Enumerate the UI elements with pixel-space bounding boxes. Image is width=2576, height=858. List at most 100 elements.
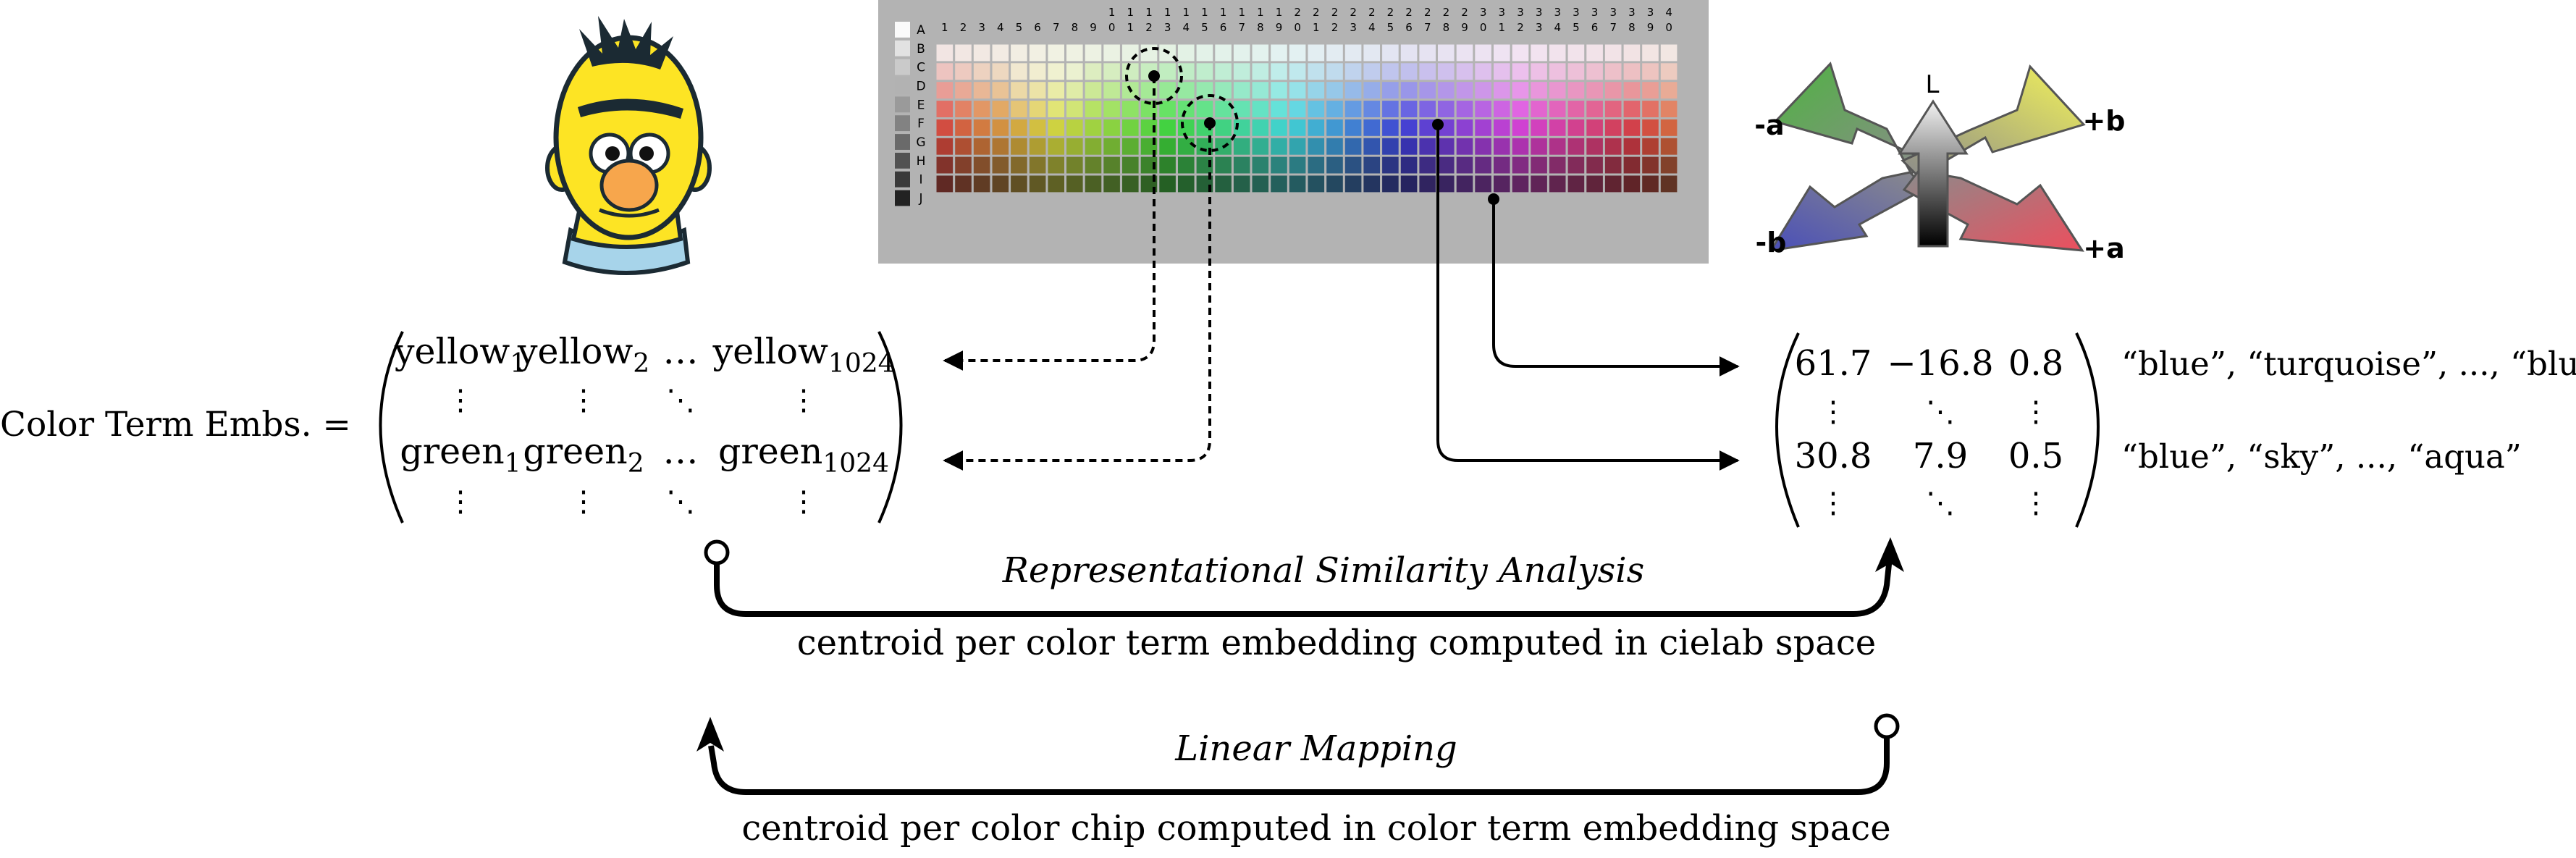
color-chip (1494, 156, 1510, 174)
color-chip (1085, 44, 1102, 62)
plus-b-label: +b (2082, 105, 2125, 137)
achromatic-chip (895, 190, 910, 206)
color-chip (1048, 138, 1064, 155)
column-label-units: 5 (1387, 21, 1394, 34)
row-annotation-2: “blue”, “sky”, ..., “aqua” (2121, 437, 2522, 476)
color-chip (1252, 101, 1269, 117)
column-label-tens: 2 (1387, 6, 1394, 19)
color-chip (1271, 44, 1287, 62)
left-matrix-open-paren (379, 331, 404, 523)
left-matrix-cell: ⋮ (446, 485, 475, 518)
color-chip (1159, 63, 1176, 80)
color-chip (955, 175, 972, 193)
color-chip (1140, 44, 1158, 62)
color-chip (1048, 175, 1064, 193)
color-chip (1103, 175, 1120, 193)
rsa-arrow: Representational Similarity Analysis cen… (704, 537, 1904, 663)
color-chip (1271, 63, 1287, 80)
color-chip (1326, 119, 1343, 136)
color-chip (1066, 138, 1083, 155)
color-chip (1604, 138, 1622, 155)
color-chip (1029, 119, 1046, 136)
color-chip (1642, 101, 1659, 117)
color-chip (1660, 63, 1678, 80)
color-chip (1122, 156, 1139, 174)
color-chip (1011, 63, 1027, 80)
color-chip (1363, 156, 1380, 174)
color-chip (1531, 119, 1547, 136)
color-chip (1029, 138, 1046, 155)
column-label-units: 5 (1573, 21, 1580, 34)
color-chip (1178, 44, 1195, 62)
rsa-description: centroid per color term embedding comput… (797, 623, 1876, 663)
color-chip (1512, 44, 1529, 62)
color-chip (1400, 101, 1418, 117)
minus-a-arrow (1773, 62, 1927, 176)
color-chip (955, 101, 972, 117)
color-chip (992, 156, 1009, 174)
color-chip (1344, 63, 1362, 80)
color-chip (1623, 101, 1641, 117)
color-chip (1048, 63, 1064, 80)
color-chip (992, 82, 1009, 99)
column-label-tens: 1 (1257, 6, 1264, 19)
color-chip (1567, 63, 1585, 80)
color-chip (1215, 44, 1232, 62)
color-chip (1344, 138, 1362, 155)
column-label-tens: 3 (1591, 6, 1599, 19)
color-chip (1344, 82, 1362, 99)
column-label-tens: 4 (1665, 6, 1672, 19)
right-matrix-close-paren (2075, 332, 2100, 528)
column-label-units: 4 (1368, 21, 1376, 34)
minus-b-label: -b (1756, 227, 1787, 258)
column-label-units: 7 (1238, 21, 1245, 34)
color-chip (1586, 101, 1603, 117)
color-chip (1512, 63, 1529, 80)
rsa-arrow-path (714, 557, 1893, 617)
linear-mapping-arrowhead (696, 717, 724, 752)
row-label: I (919, 173, 922, 188)
color-chip (1233, 175, 1250, 193)
column-label-tens: 3 (1480, 6, 1487, 19)
row-label: D (916, 79, 925, 93)
green-centroid-circle (1181, 94, 1239, 152)
color-chip (1252, 82, 1269, 99)
color-chip (1252, 63, 1269, 80)
color-chip (1271, 119, 1287, 136)
color-chip (1642, 63, 1659, 80)
color-chip (1567, 101, 1585, 117)
left-matrix-cell: green2 (523, 431, 644, 479)
column-label-tens: 1 (1145, 6, 1153, 19)
color-chip (1604, 44, 1622, 62)
color-chip (936, 44, 954, 62)
color-chip (1289, 156, 1306, 174)
color-chip (973, 119, 990, 136)
column-label-units: 3 (1164, 21, 1171, 34)
color-chip (973, 101, 990, 117)
color-chip (1549, 175, 1566, 193)
color-chip (1308, 82, 1325, 99)
column-label-units: 3 (1350, 21, 1357, 34)
left-matrix-cell: yellow2 (517, 331, 649, 379)
color-chip (1178, 175, 1195, 193)
color-chip (1438, 44, 1455, 62)
color-chip (1233, 156, 1250, 174)
color-chip (1531, 138, 1547, 155)
color-chip (936, 119, 954, 136)
color-chip (1252, 119, 1269, 136)
color-chip (1494, 138, 1510, 155)
color-chip (1382, 63, 1399, 80)
color-chip (936, 82, 954, 99)
left-matrix-cell: ⋮ (789, 485, 818, 518)
color-chip (1066, 44, 1083, 62)
column-label-tens: 1 (1108, 6, 1116, 19)
plus-a-label: +a (2083, 232, 2124, 264)
color-chip (1289, 101, 1306, 117)
color-chip (1271, 156, 1287, 174)
l-axis-arrow (1898, 99, 1969, 248)
achromatic-chip (895, 134, 910, 150)
color-chip (1326, 82, 1343, 99)
color-chip (1326, 101, 1343, 117)
